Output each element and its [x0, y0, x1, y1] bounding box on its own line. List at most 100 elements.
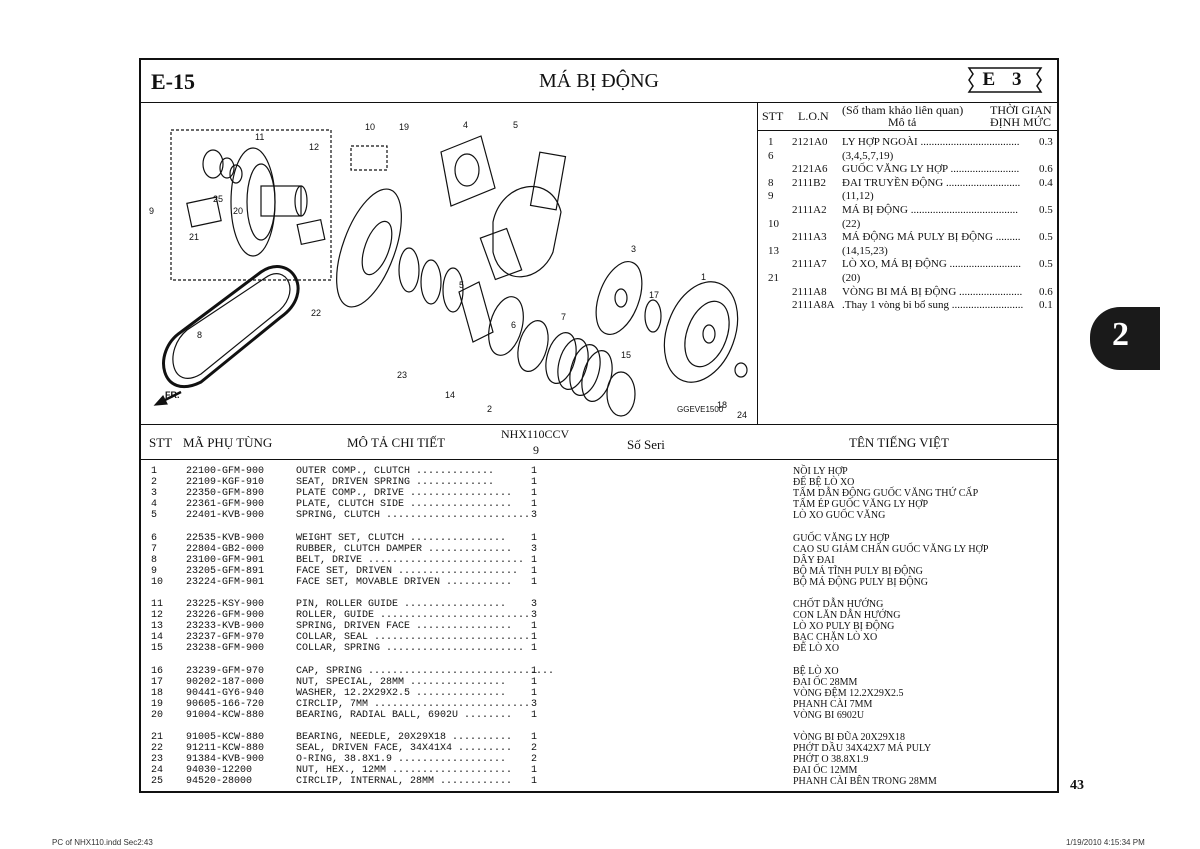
part-qty: 1 [531, 477, 538, 489]
part-part: 90605-166-720 [186, 698, 265, 710]
labor-stt: 1 [768, 136, 774, 148]
part-qty: 1 [531, 621, 538, 633]
part-qty: 1 [531, 643, 538, 655]
labor-desc: (20) [842, 272, 861, 284]
callout-6: 6 [511, 320, 516, 330]
part-stt: 12 [151, 610, 164, 622]
part-vn: ĐẾ BỆ LÒ XO [793, 477, 855, 489]
labor-code: 2111A3 [792, 231, 827, 244]
part-part: 22350-GFM-890 [186, 488, 265, 500]
part-desc: WEIGHT SET, CLUTCH ................ [296, 532, 507, 544]
callout-10: 10 [365, 122, 375, 132]
labor-desc: (11,12) [842, 190, 874, 203]
callout-14: 14 [445, 390, 455, 400]
part-qty: 1 [531, 499, 538, 511]
part-stt: 6 [151, 532, 158, 544]
part-qty: 1 [531, 687, 538, 699]
page-number: 43 [1070, 778, 1084, 793]
part-stt: 5 [151, 510, 158, 522]
part-qty: 3 [531, 698, 538, 710]
labor-time: 0.6 [1039, 163, 1053, 176]
section-badge-frame-icon [967, 67, 1043, 93]
part-part: 91005-KCW-880 [186, 732, 265, 743]
callout-17: 17 [649, 290, 659, 300]
labor-desc: (14,15,23) [842, 244, 888, 257]
part-stt: 2 [151, 477, 158, 489]
part-vn: GUỐC VĂNG LY HỢP [793, 532, 890, 544]
part-desc: PLATE COMP., DRIVE ................. [296, 488, 513, 500]
part-vn: BỆ LÒ XO [793, 665, 839, 677]
part-part: 23205-GFM-891 [186, 565, 265, 577]
labor-stt: 21 [768, 272, 779, 284]
part-part: 23226-GFM-900 [186, 610, 265, 622]
callout-11: 11 [255, 132, 264, 142]
part-stt: 9 [151, 565, 158, 577]
part-desc: SPRING, DRIVEN FACE ................ [296, 621, 513, 633]
part-desc: SEAL, DRIVEN FACE, 34X41X4 ......... [296, 743, 513, 755]
labor-time: 0.3 [1039, 136, 1053, 148]
part-qty: 1 [531, 776, 538, 788]
part-desc: O-RING, 38.8X1.9 .................. [296, 754, 507, 766]
part-qty: 1 [531, 676, 538, 688]
part-desc: BELT, DRIVE .......................... [296, 554, 525, 566]
labor-row: 2111A8A.Thay 1 vòng bi bổ sung .........… [758, 299, 1057, 313]
part-vn: BẠC CHẶN LÒ XO [793, 632, 878, 644]
chapter-tab: 2 [1090, 307, 1160, 370]
part-part: 23239-GFM-970 [186, 665, 265, 677]
part-stt: 15 [151, 643, 164, 655]
part-vn: PHỚT DẦU 34X42X7 MÁ PULY [793, 743, 932, 755]
part-qty: 1 [531, 632, 538, 644]
part-vn: TẤM DẪN ĐỘNG GUỐC VĂNG THỨ CẤP [793, 488, 979, 500]
part-desc: NUT, HEX., 12MM .................... [296, 765, 513, 777]
part-part: 23100-GFM-901 [186, 554, 265, 566]
part-stt: 4 [151, 499, 158, 511]
part-stt: 22 [151, 743, 164, 755]
labor-desc: GUỐC VĂNG LY HỢP .......................… [842, 163, 1020, 176]
part-vn: ĐAI ỐC 28MM [793, 676, 858, 688]
part-stt: 10 [151, 576, 164, 588]
part-vn: CAO SU GIẢM CHẤN GUỐC VĂNG LY HỢP [793, 543, 989, 555]
callout-20: 20 [233, 206, 243, 216]
part-vn: VÒNG BI 6902U [793, 709, 865, 721]
labor-desc: LÒ XO, MÁ BỊ ĐỘNG ......................… [842, 258, 1022, 271]
part-vn: NỒI LY HỢP [793, 466, 848, 477]
part-qty: 1 [531, 709, 538, 721]
callout-15: 15 [621, 350, 631, 360]
part-part: 90202-187-000 [186, 676, 265, 688]
part-stt: 20 [151, 709, 164, 721]
part-qty: 1 [531, 466, 538, 477]
callout-2: 2 [487, 404, 492, 414]
part-stt: 3 [151, 488, 158, 500]
part-part: 22401-KVB-900 [186, 510, 265, 522]
part-desc: BEARING, RADIAL BALL, 6902U ........ [296, 709, 513, 721]
part-desc: SEAT, DRIVEN SPRING ............. [296, 477, 495, 489]
part-part: 22535-KVB-900 [186, 532, 265, 544]
part-stt: 14 [151, 632, 164, 644]
part-stt: 16 [151, 665, 164, 677]
driven-pulley-exploded-view: 1 2 3 4 5 5 6 7 9 8 10 11 12 13 14 15 16… [149, 120, 748, 444]
part-part: 91211-KCW-880 [186, 743, 265, 755]
part-qty: 1 [531, 732, 538, 743]
part-qty: 3 [531, 543, 538, 555]
part-desc: OUTER COMP., CLUTCH ............. [296, 466, 495, 477]
part-part: 23238-GFM-900 [186, 643, 265, 655]
part-desc: BEARING, NEEDLE, 20X29X18 .......... [296, 732, 513, 743]
labor-row: 9(11,12) [758, 190, 1057, 204]
part-stt: 7 [151, 543, 158, 555]
section-badge: E 3 [963, 66, 1047, 94]
part-qty: 3 [531, 599, 538, 610]
labor-time: 0.5 [1039, 258, 1053, 271]
part-qty: 1 [531, 665, 538, 677]
